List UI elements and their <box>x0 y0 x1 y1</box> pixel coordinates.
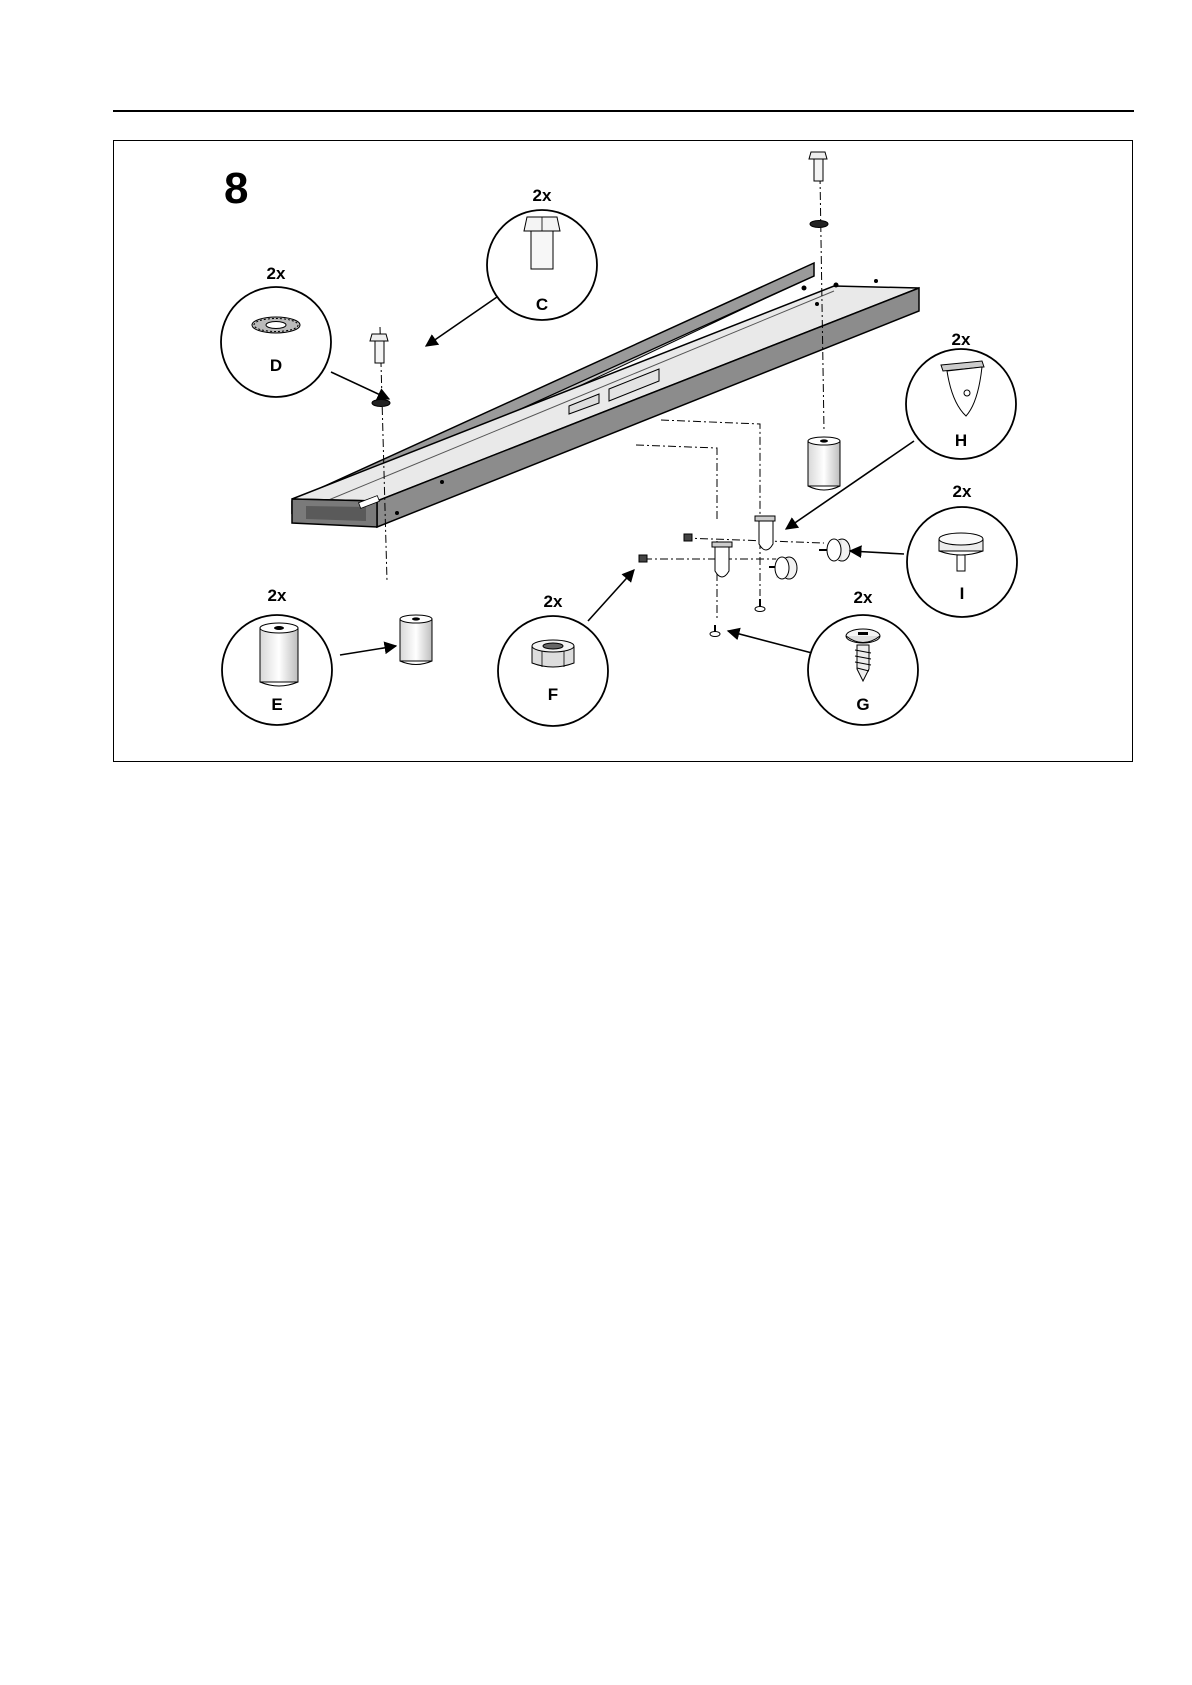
callout-part-g: 2x G <box>808 588 918 725</box>
rail-channel <box>292 263 919 527</box>
part-letter: G <box>856 695 869 714</box>
part-letter: H <box>955 431 967 450</box>
part-quantity: 2x <box>854 588 873 607</box>
callout-part-f: 2x F <box>498 592 608 726</box>
washer-left <box>372 400 390 407</box>
part-quantity: 2x <box>267 264 286 283</box>
washer-right <box>810 221 828 228</box>
header-rule <box>113 110 1134 112</box>
part-quantity: 2x <box>952 330 971 349</box>
callout-part-i: 2x I <box>907 482 1017 617</box>
bolt-right <box>809 152 827 181</box>
assembly-diagram: 8 <box>114 141 1134 763</box>
part-letter: I <box>960 584 965 603</box>
part-letter: C <box>536 295 548 314</box>
screw-back <box>755 599 765 612</box>
bolt-left <box>370 334 388 363</box>
part-quantity: 2x <box>953 482 972 501</box>
nut-icon <box>532 640 574 667</box>
spacer-left <box>400 615 432 665</box>
bracket-front <box>712 542 732 577</box>
part-quantity: 2x <box>533 186 552 205</box>
lock-washer-icon <box>252 317 300 333</box>
callout-part-e: 2x E <box>222 586 332 725</box>
spacer-right <box>808 437 840 490</box>
spacer-icon <box>260 623 298 686</box>
part-quantity: 2x <box>268 586 287 605</box>
part-letter: F <box>548 685 558 704</box>
callout-part-d: 2x D <box>221 264 331 397</box>
part-quantity: 2x <box>544 592 563 611</box>
bumper-front <box>769 557 797 579</box>
callout-part-c: 2x C <box>487 186 597 320</box>
callout-part-h: 2x H <box>906 330 1016 459</box>
nut-front <box>639 555 647 562</box>
part-letter: E <box>271 695 282 714</box>
bracket-back <box>755 516 775 550</box>
nut-back <box>684 534 692 541</box>
part-letter: D <box>270 356 282 375</box>
step-number: 8 <box>224 164 248 213</box>
bumper-back <box>819 539 850 561</box>
assembly-figure: 8 <box>113 140 1133 762</box>
screw-front <box>710 625 720 637</box>
